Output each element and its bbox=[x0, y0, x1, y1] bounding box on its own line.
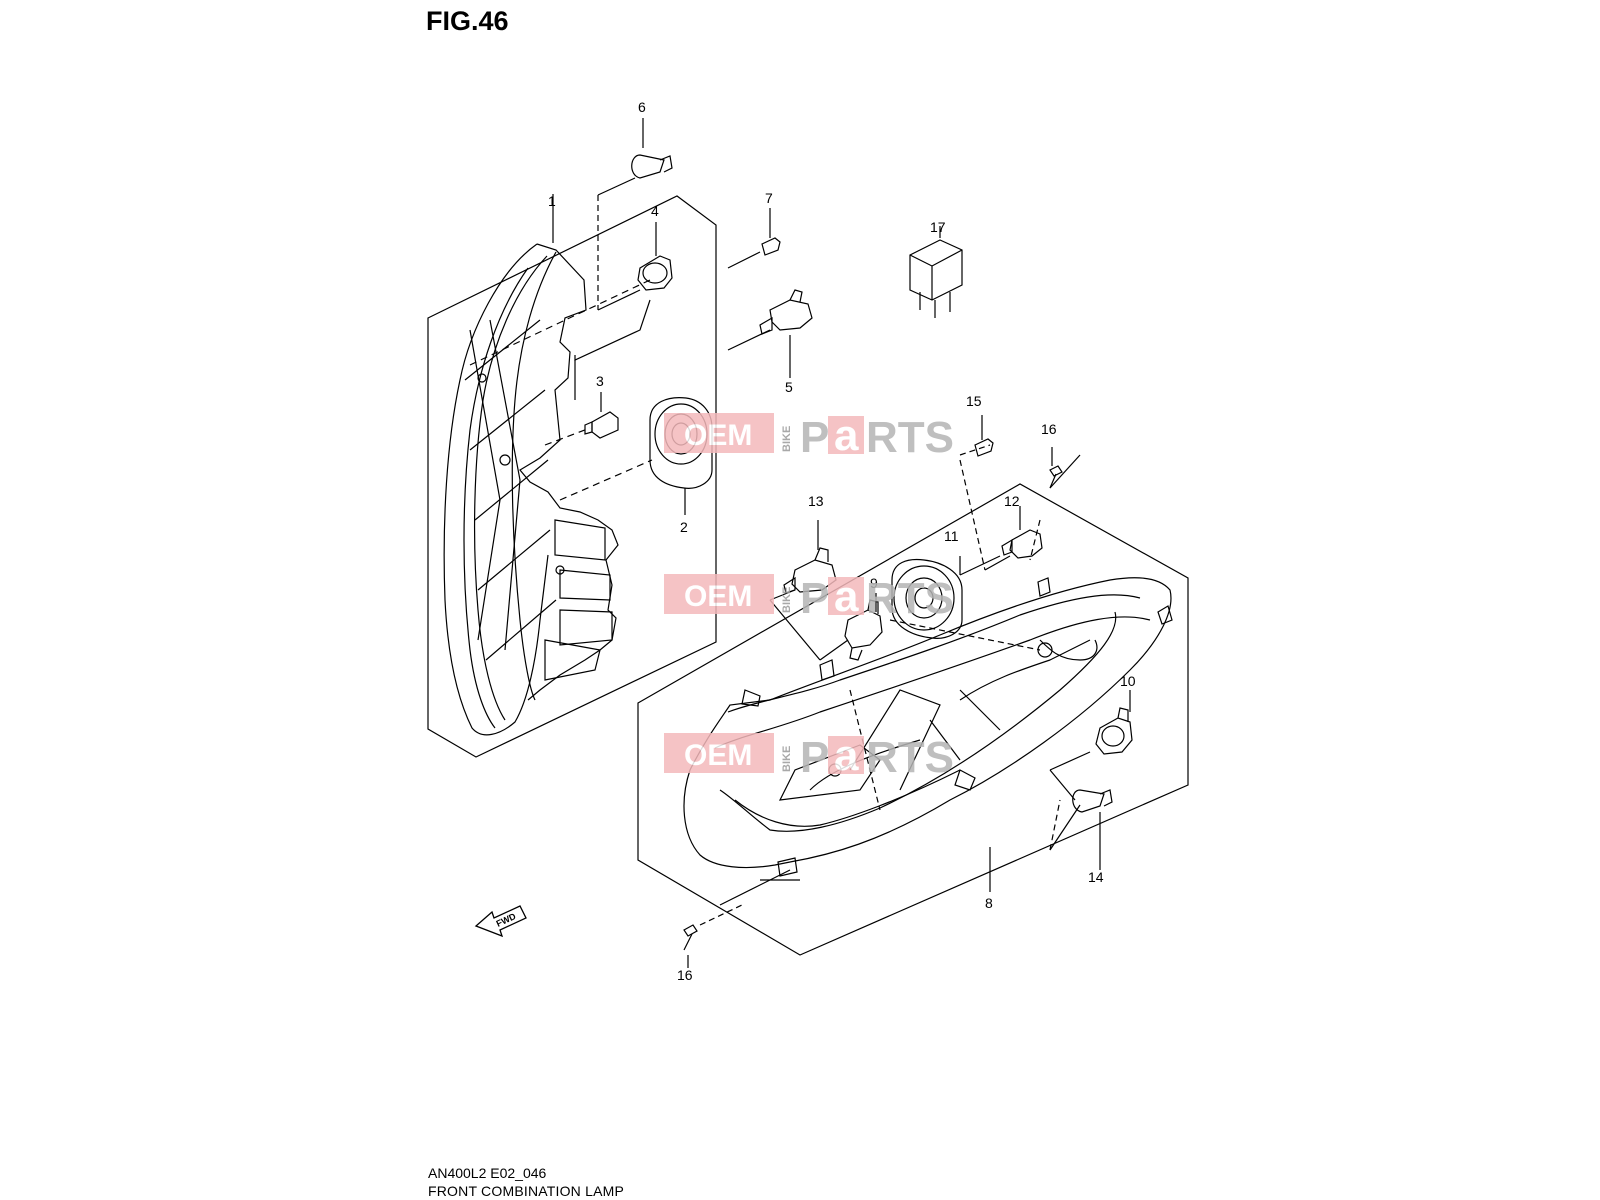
right-assembly-frame bbox=[637, 483, 1189, 956]
svg-text:RTS: RTS bbox=[866, 733, 954, 782]
callout-9: 9 bbox=[870, 575, 878, 591]
socket-12 bbox=[1001, 506, 1043, 559]
callout-12: 12 bbox=[1004, 493, 1020, 509]
fwd-arrow: FWD bbox=[474, 905, 527, 938]
socket-10 bbox=[1095, 690, 1133, 755]
svg-text:BIKE: BIKE bbox=[781, 426, 793, 452]
relay-17 bbox=[909, 226, 963, 318]
svg-text:a: a bbox=[834, 411, 859, 460]
figure-name: FRONT COMBINATION LAMP bbox=[428, 1183, 625, 1199]
callout-2: 2 bbox=[680, 519, 688, 535]
svg-text:P: P bbox=[800, 574, 829, 623]
watermark-middle: OEM BIKE P a RTS bbox=[664, 572, 954, 623]
socket-9 bbox=[844, 593, 883, 661]
svg-text:RTS: RTS bbox=[866, 413, 954, 462]
screw-16-bottom bbox=[683, 904, 743, 968]
callout-3: 3 bbox=[596, 373, 604, 389]
socket-4 bbox=[637, 222, 673, 291]
callout-5: 5 bbox=[785, 379, 793, 395]
figure-title: FIG.46 bbox=[426, 6, 509, 36]
callout-10: 10 bbox=[1120, 673, 1136, 689]
socket-11 bbox=[891, 556, 963, 639]
svg-text:P: P bbox=[800, 413, 829, 462]
svg-text:a: a bbox=[834, 731, 859, 780]
svg-text:OEM: OEM bbox=[684, 580, 752, 613]
callout-17: 17 bbox=[930, 219, 946, 235]
watermark-top: OEM BIKE P a RTS bbox=[664, 411, 954, 462]
left-lamp-housing bbox=[443, 243, 619, 736]
watermark-bottom: OEM BIKE P a RTS bbox=[664, 731, 954, 782]
svg-text:P: P bbox=[800, 733, 829, 782]
callout-7: 7 bbox=[765, 190, 773, 206]
screw-16-top bbox=[1049, 447, 1063, 489]
callout-14: 14 bbox=[1088, 869, 1104, 885]
callout-15: 15 bbox=[966, 393, 982, 409]
svg-text:BIKE: BIKE bbox=[781, 587, 793, 613]
bulb-6 bbox=[631, 118, 673, 179]
callout-13: 13 bbox=[808, 493, 824, 509]
bulb-5 bbox=[759, 289, 813, 378]
callout-1: 1 bbox=[548, 193, 556, 209]
svg-text:OEM: OEM bbox=[684, 739, 752, 772]
svg-text:a: a bbox=[834, 572, 859, 621]
bulb-14 bbox=[1072, 789, 1113, 870]
bulb-socket-3 bbox=[584, 392, 619, 439]
callout-16-top: 16 bbox=[1041, 421, 1057, 437]
callout-labels: 1 2 3 4 5 6 7 8 9 10 11 12 13 14 15 16 1… bbox=[548, 99, 1136, 983]
svg-text:OEM: OEM bbox=[684, 419, 752, 452]
figure-code: AN400L2 E02_046 bbox=[428, 1165, 547, 1181]
callout-8: 8 bbox=[985, 895, 993, 911]
callout-4: 4 bbox=[651, 203, 659, 219]
callout-11: 11 bbox=[944, 528, 959, 544]
svg-text:RTS: RTS bbox=[866, 574, 954, 623]
callout-16-bottom: 16 bbox=[677, 967, 693, 983]
bulb-15 bbox=[974, 415, 994, 457]
left-assembly-frame bbox=[427, 195, 717, 758]
svg-text:BIKE: BIKE bbox=[781, 746, 793, 772]
callout-6: 6 bbox=[638, 99, 646, 115]
bulb-7 bbox=[761, 208, 781, 256]
